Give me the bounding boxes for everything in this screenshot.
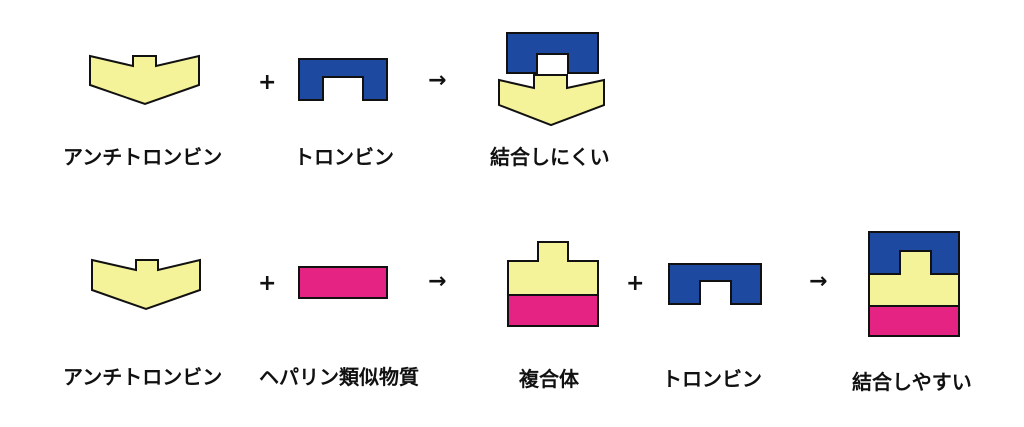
bound-heparin-shape	[868, 305, 960, 337]
heparin-shape	[298, 266, 388, 299]
thrombin-shape	[298, 58, 388, 101]
antithrombin-shape-bound	[498, 74, 605, 127]
result-hard-to-bind-label: 結合しにくい	[490, 145, 610, 169]
complex-antithrombin-shape	[507, 241, 599, 296]
arrow-icon: →	[428, 68, 447, 93]
complex-heparin-shape	[507, 294, 599, 327]
antithrombin-label: アンチトロンビン	[63, 145, 223, 169]
antithrombin-label: アンチトロンビン	[63, 365, 223, 389]
complex-label: 複合体	[519, 367, 579, 391]
result-easy-to-bind-label: 結合しやすい	[852, 370, 972, 394]
arrow-icon: →	[428, 269, 447, 294]
plus-sign: +	[258, 70, 277, 95]
thrombin-label: トロンビン	[294, 145, 394, 169]
heparin-like-substance-label: ヘパリン類似物質	[259, 365, 419, 389]
thrombin-shape-bound	[506, 32, 599, 74]
arrow-icon: →	[809, 269, 828, 294]
antithrombin-shape	[89, 54, 200, 106]
antithrombin-shape	[91, 258, 201, 311]
thrombin-label: トロンビン	[662, 367, 762, 391]
plus-sign: +	[626, 271, 645, 296]
thrombin-shape	[668, 263, 762, 305]
plus-sign: +	[258, 271, 277, 296]
